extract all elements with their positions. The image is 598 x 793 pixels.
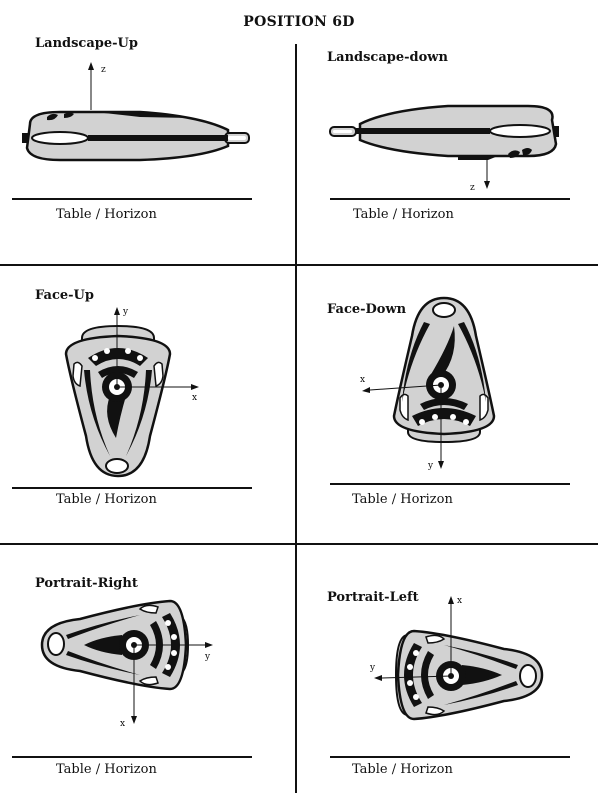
x-axis-line: [369, 384, 442, 391]
y-axis-line: [381, 675, 452, 679]
button-arc-outer: [404, 643, 422, 707]
horizon-line-landscape-up: [12, 198, 252, 200]
z-axis-arrow: [484, 181, 490, 189]
page-title: POSITION 6D: [243, 14, 355, 30]
panel-title-landscape-up: Landscape-Up: [35, 36, 138, 51]
x-axis-arrow: [191, 384, 199, 390]
face-down-device: x y: [360, 296, 496, 471]
horizon-label-face-up: Table / Horizon: [56, 492, 157, 507]
y-axis-arrow: [438, 461, 444, 469]
x-axis-label: x: [360, 375, 365, 385]
horizon-label-portrait-right: Table / Horizon: [56, 762, 157, 777]
panel-title-face-up: Face-Up: [35, 288, 94, 303]
horizon-label-portrait-left: Table / Horizon: [352, 762, 453, 777]
panel-title-portrait-left: Portrait-Left: [327, 590, 419, 605]
landscape-down-device: z: [329, 104, 559, 193]
horizon-label-face-down: Table / Horizon: [352, 492, 453, 507]
y-axis-arrow: [374, 675, 382, 681]
z-axis-arrow: [88, 62, 94, 70]
panel-title-face-down: Face-Down: [327, 302, 407, 317]
portrait-left-device: x y: [369, 596, 544, 721]
face-up-device: y x: [64, 307, 199, 478]
z-axis-label: z: [101, 65, 106, 75]
x-axis-label: x: [192, 393, 197, 403]
y-axis-arrow: [205, 642, 213, 648]
horizon-line-face-down: [330, 483, 570, 485]
horizontal-divider-1: [0, 264, 598, 266]
horizon-line-face-up: [12, 487, 252, 489]
x-axis-arrow: [131, 716, 137, 724]
button-arc-inner: [421, 651, 434, 699]
x-axis-arrow: [362, 387, 370, 393]
horizon-line-portrait-left: [330, 756, 570, 758]
horizon-label-landscape-up: Table / Horizon: [56, 207, 157, 222]
portrait-right-device: y x: [40, 599, 213, 729]
panel-title-portrait-right: Portrait-Right: [35, 576, 138, 591]
vertical-divider: [295, 44, 297, 793]
horizontal-divider-2: [0, 543, 598, 545]
x-axis-arrow: [448, 596, 454, 604]
slot: [489, 124, 551, 138]
landscape-up-device: z: [22, 62, 250, 162]
x-axis-label: x: [457, 596, 462, 606]
horizon-label-landscape-down: Table / Horizon: [353, 207, 454, 222]
panel-title-landscape-down: Landscape-down: [327, 50, 448, 65]
button-arc-top: [420, 398, 468, 410]
horizon-line-landscape-down: [330, 198, 570, 200]
button-arc-bottom: [412, 408, 476, 426]
horizon-line-portrait-right: [12, 756, 252, 758]
x-axis-label: x: [120, 719, 125, 729]
button-arc-bottom: [98, 366, 138, 378]
y-axis-label: y: [122, 307, 129, 317]
z-axis-label: z: [470, 183, 475, 193]
center-stripe: [356, 128, 490, 134]
center-stripe: [88, 135, 228, 141]
slot: [31, 131, 89, 145]
y-axis-arrow: [114, 307, 120, 315]
y-axis-label: y: [204, 652, 211, 662]
button-arc-top: [88, 348, 148, 366]
y-axis-label: y: [369, 663, 376, 673]
y-axis-label: y: [427, 461, 434, 471]
